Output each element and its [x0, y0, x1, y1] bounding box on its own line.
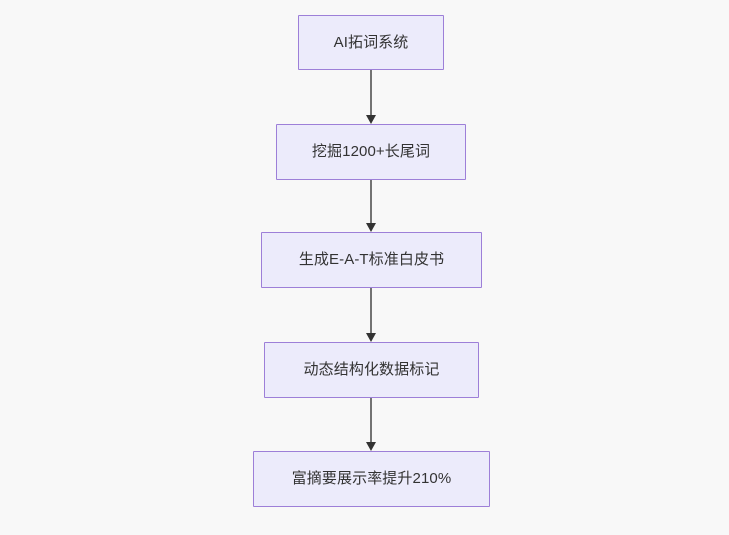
edge-arrowhead-icon — [366, 442, 376, 451]
flow-node-label: 生成E-A-T标准白皮书 — [298, 251, 445, 268]
edge-arrowhead-icon — [366, 223, 376, 232]
edge-arrowhead-icon — [366, 333, 376, 342]
flow-node-label: 动态结构化数据标记 — [303, 361, 440, 378]
flow-node-rich-snippet-rate-increase[interactable]: 富摘要展示率提升210% — [253, 451, 490, 507]
flow-node-mine-longtail-keywords[interactable]: 挖掘1200+长尾词 — [276, 124, 466, 180]
edge-arrowhead-icon — [366, 115, 376, 124]
flow-node-label: 富摘要展示率提升210% — [291, 470, 452, 487]
flow-node-label: 挖掘1200+长尾词 — [311, 143, 431, 160]
flow-node-label: AI拓词系统 — [333, 33, 409, 51]
flow-node-ai-keyword-system[interactable]: AI拓词系统 — [298, 15, 444, 70]
flow-node-dynamic-structured-data-markup[interactable]: 动态结构化数据标记 — [264, 342, 479, 398]
flow-node-generate-eat-whitepaper[interactable]: 生成E-A-T标准白皮书 — [261, 232, 482, 288]
